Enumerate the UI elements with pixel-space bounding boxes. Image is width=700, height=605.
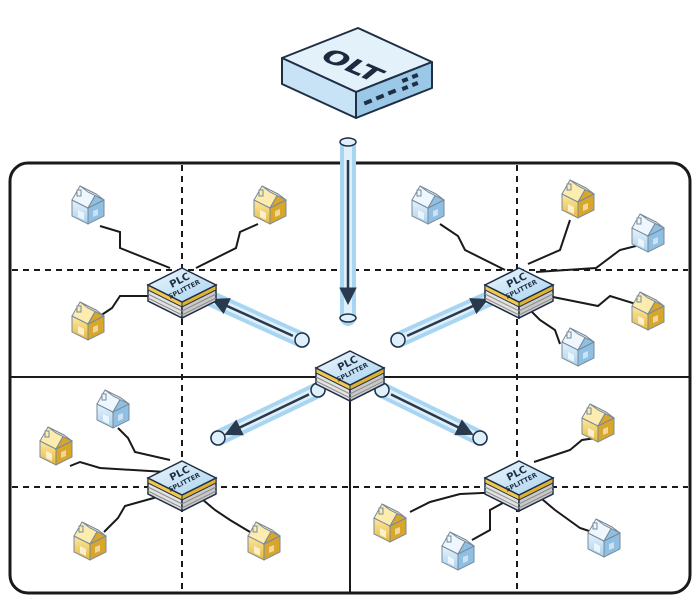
house-icon: [39, 426, 73, 466]
house-icon: [561, 179, 595, 219]
fiber-branch-bottom-left: [210, 382, 326, 446]
fiber-end-top: [339, 137, 357, 147]
drop-cable-bottom-left-2: [69, 460, 167, 473]
fiber-end-bottom: [339, 313, 357, 323]
drop-cable-top-left-1: [99, 225, 171, 269]
drop-cable-top-left-3: [99, 295, 168, 317]
house-icon: [411, 185, 445, 225]
drop-cable-top-right-2: [527, 219, 571, 265]
fiber-branch-bottom-right: [374, 382, 488, 446]
house-icon: [96, 389, 130, 429]
olt-port-icons: [363, 73, 419, 106]
drop-cable-top-left-2: [195, 223, 259, 269]
drop-cable-top-right-3: [535, 245, 637, 273]
drop-cable-top-right-1: [439, 223, 506, 271]
house-icon: [581, 403, 615, 443]
fiber-trunk: [339, 137, 357, 326]
drop-cable-bottom-right-4: [535, 493, 593, 533]
house-icon: [71, 185, 105, 225]
drop-cable-top-right-4: [537, 293, 637, 308]
house-icon: [247, 521, 281, 561]
fiber-branch-top-right: [390, 288, 503, 348]
house-icon: [373, 503, 407, 543]
house-icon: [561, 327, 595, 367]
drop-cable-bottom-right-3: [471, 497, 513, 541]
houses: [39, 179, 665, 571]
house-icon: [73, 521, 107, 561]
house-icon: [587, 518, 621, 558]
house-icon: [253, 185, 287, 225]
drop-cable-bottom-right-1: [533, 437, 597, 463]
fiber-branches: [197, 288, 503, 446]
drop-cable-bottom-left-1: [117, 427, 171, 461]
drop-cable-bottom-left-4: [195, 493, 251, 533]
olt-device: OLT: [281, 27, 433, 119]
drop-cable-bottom-right-2: [409, 491, 505, 513]
house-icon: [441, 531, 475, 571]
house-icon: [631, 213, 665, 253]
fiber-branch-top-left: [197, 288, 310, 348]
drop-cable-bottom-left-3: [103, 493, 169, 533]
house-icon: [631, 291, 665, 331]
drop-cables: [69, 219, 637, 541]
house-icon: [71, 301, 105, 341]
